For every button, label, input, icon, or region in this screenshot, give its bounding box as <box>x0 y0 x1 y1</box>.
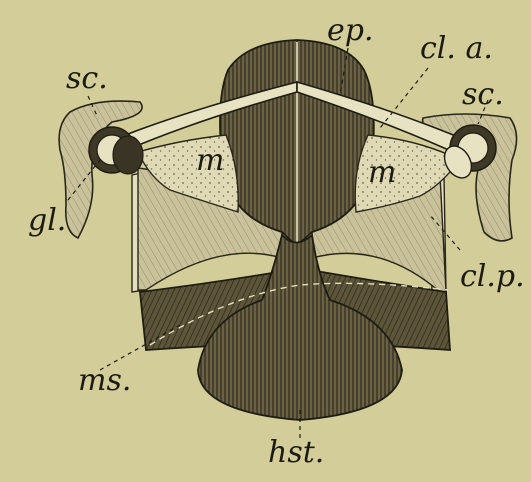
label-cl-a: cl. a. <box>420 34 493 64</box>
label-m-right: m <box>368 158 396 188</box>
label-sc-right: sc. <box>462 80 504 110</box>
label-m-left: m <box>196 146 224 176</box>
label-sc-left: sc. <box>66 64 108 94</box>
label-hst: hst. <box>268 438 324 468</box>
label-gl: gl. <box>28 206 66 236</box>
label-ms: ms. <box>78 366 131 396</box>
label-cl-p: cl.p. <box>460 262 525 292</box>
hyposternum <box>198 235 402 420</box>
label-ep: ep. <box>327 16 374 46</box>
